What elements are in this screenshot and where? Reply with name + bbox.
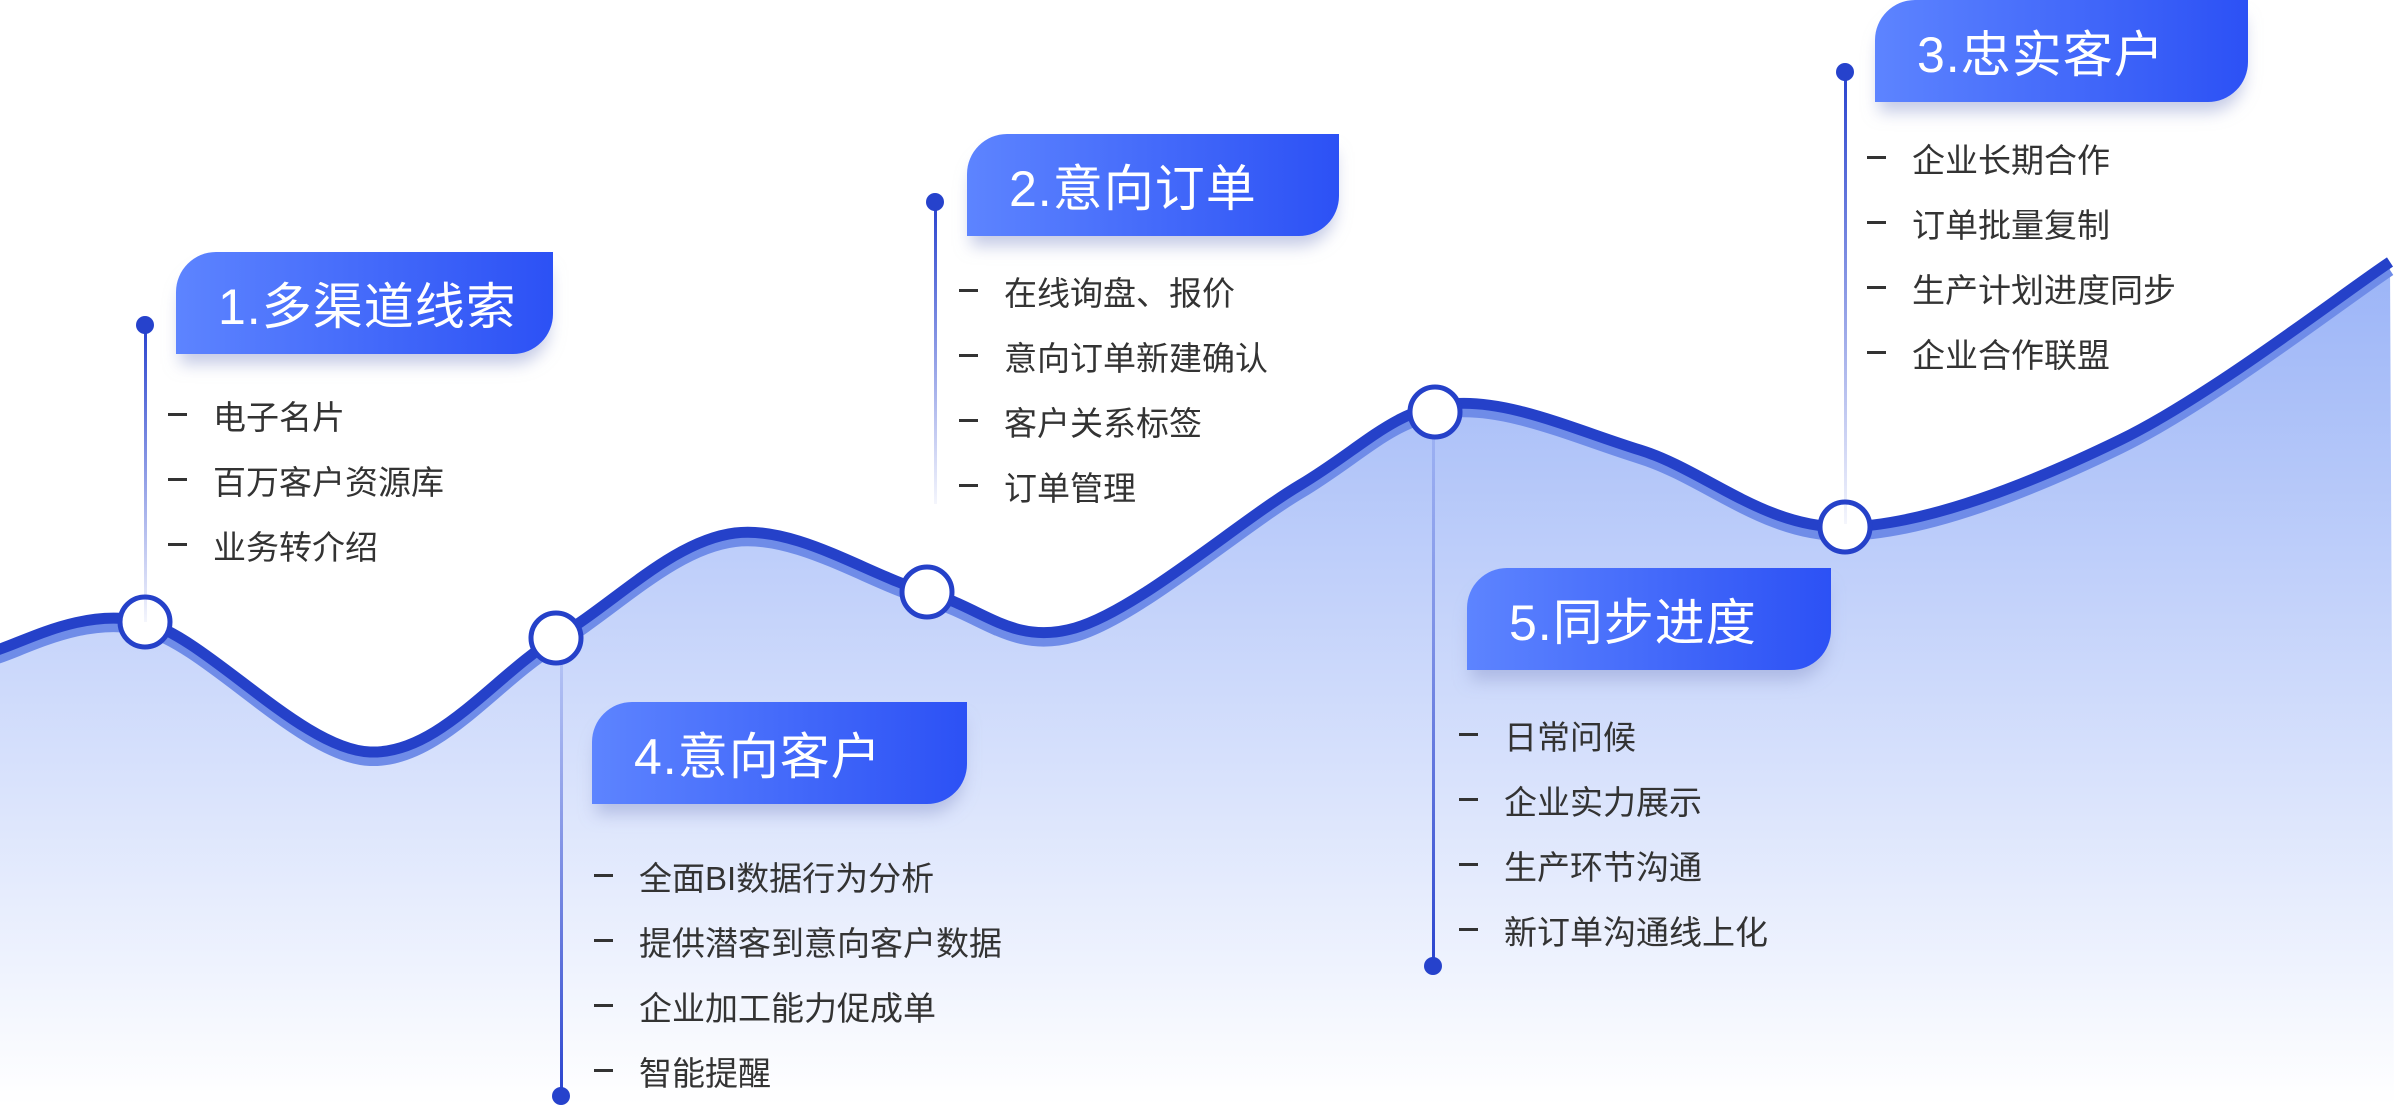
list-item: 订单管理 xyxy=(959,453,1268,518)
item-text: 智能提醒 xyxy=(639,1054,771,1092)
curve-shadow xyxy=(0,264,2394,767)
item-text: 订单管理 xyxy=(1004,469,1136,507)
dash-icon xyxy=(168,413,187,416)
dash-icon xyxy=(594,1069,613,1072)
dash-icon xyxy=(1867,156,1886,159)
stage-3-items: 企业长期合作 订单批量复制 生产计划进度同步 企业合作联盟 xyxy=(1867,125,2176,385)
list-item: 电子名片 xyxy=(168,382,444,447)
item-text: 企业加工能力促成单 xyxy=(639,989,936,1027)
connector-1 xyxy=(144,327,147,622)
stage-4-title: 4.意向客户 xyxy=(592,702,967,804)
dash-icon xyxy=(168,478,187,481)
list-item: 客户关系标签 xyxy=(959,388,1268,453)
item-text: 在线询盘、报价 xyxy=(1004,274,1235,312)
stage-4-items: 全面BI数据行为分析 提供潜客到意向客户数据 企业加工能力促成单 智能提醒 xyxy=(594,843,1002,1103)
list-item: 企业实力展示 xyxy=(1459,767,1768,832)
list-item: 新订单沟通线上化 xyxy=(1459,897,1768,962)
connector-3 xyxy=(1844,74,1847,524)
connector-dot-3 xyxy=(1836,63,1854,81)
dash-icon xyxy=(1459,863,1478,866)
connector-dot-5 xyxy=(1424,957,1442,975)
item-text: 企业合作联盟 xyxy=(1912,336,2110,374)
stage-2-title: 2.意向订单 xyxy=(967,134,1339,236)
item-text: 日常问候 xyxy=(1504,718,1636,756)
item-text: 企业长期合作 xyxy=(1912,141,2110,179)
list-item: 生产计划进度同步 xyxy=(1867,255,2176,320)
stage-1-items: 电子名片 百万客户资源库 业务转介绍 xyxy=(168,382,444,577)
list-item: 业务转介绍 xyxy=(168,512,444,577)
dash-icon xyxy=(594,874,613,877)
curve-node-2 xyxy=(528,610,584,666)
list-item: 企业长期合作 xyxy=(1867,125,2176,190)
list-item: 提供潜客到意向客户数据 xyxy=(594,908,1002,973)
curve-node-3 xyxy=(899,564,955,620)
connector-4 xyxy=(560,660,563,1095)
connector-dot-2 xyxy=(926,193,944,211)
dash-icon xyxy=(959,289,978,292)
item-text: 业务转介绍 xyxy=(213,528,378,566)
stage-3-title: 3.忠实客户 xyxy=(1875,0,2248,102)
curve-node-4 xyxy=(1407,384,1463,440)
list-item: 生产环节沟通 xyxy=(1459,832,1768,897)
item-text: 全面BI数据行为分析 xyxy=(639,859,935,897)
dash-icon xyxy=(594,1004,613,1007)
dash-icon xyxy=(1459,928,1478,931)
connector-dot-1 xyxy=(136,316,154,334)
dash-icon xyxy=(594,939,613,942)
dash-icon xyxy=(168,543,187,546)
list-item: 全面BI数据行为分析 xyxy=(594,843,1002,908)
dash-icon xyxy=(1459,798,1478,801)
list-item: 意向订单新建确认 xyxy=(959,323,1268,388)
list-item: 日常问候 xyxy=(1459,702,1768,767)
item-text: 客户关系标签 xyxy=(1004,404,1202,442)
list-item: 企业合作联盟 xyxy=(1867,320,2176,385)
item-text: 百万客户资源库 xyxy=(213,463,444,501)
item-text: 新订单沟通线上化 xyxy=(1504,913,1768,951)
dash-icon xyxy=(959,354,978,357)
item-text: 意向订单新建确认 xyxy=(1004,339,1268,377)
list-item: 在线询盘、报价 xyxy=(959,258,1268,323)
curve-area xyxy=(0,262,2394,1105)
list-item: 智能提醒 xyxy=(594,1038,1002,1103)
dash-icon xyxy=(1867,221,1886,224)
item-text: 生产环节沟通 xyxy=(1504,848,1702,886)
connector-2 xyxy=(934,204,937,504)
list-item: 企业加工能力促成单 xyxy=(594,973,1002,1038)
dash-icon xyxy=(959,484,978,487)
connector-dot-4 xyxy=(552,1087,570,1105)
stage-5-items: 日常问候 企业实力展示 生产环节沟通 新订单沟通线上化 xyxy=(1459,702,1768,962)
stage-5-title: 5.同步进度 xyxy=(1467,568,1831,670)
stage-1-title: 1.多渠道线索 xyxy=(176,252,553,354)
item-text: 提供潜客到意向客户数据 xyxy=(639,924,1002,962)
connector-5 xyxy=(1432,435,1435,963)
item-text: 订单批量复制 xyxy=(1912,206,2110,244)
stage-2-items: 在线询盘、报价 意向订单新建确认 客户关系标签 订单管理 xyxy=(959,258,1268,518)
item-text: 电子名片 xyxy=(213,398,345,436)
dash-icon xyxy=(1867,286,1886,289)
item-text: 生产计划进度同步 xyxy=(1912,271,2176,309)
dash-icon xyxy=(959,419,978,422)
dash-icon xyxy=(1459,733,1478,736)
item-text: 企业实力展示 xyxy=(1504,783,1702,821)
list-item: 百万客户资源库 xyxy=(168,447,444,512)
dash-icon xyxy=(1867,351,1886,354)
list-item: 订单批量复制 xyxy=(1867,190,2176,255)
curve-line xyxy=(0,257,2394,758)
